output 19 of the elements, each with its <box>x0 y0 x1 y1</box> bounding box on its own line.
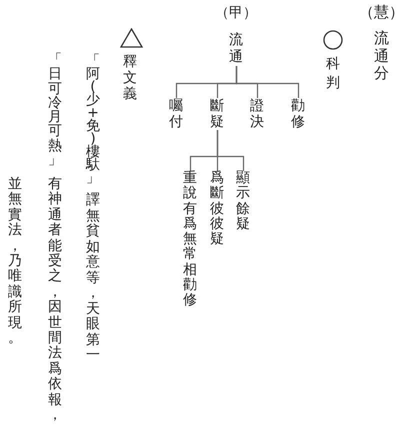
section-heading: 流通分 <box>373 30 390 82</box>
tree-node-label: 證決 <box>249 98 265 130</box>
tree-node-label: 勸修 <box>290 98 306 130</box>
outline-heading: 釋文義 <box>122 54 138 102</box>
tree-node-label: 重說有爲無常相勸修 <box>182 171 198 309</box>
gloss-text: 譯無貧如意等，天眼第一 <box>85 193 101 364</box>
outline-heading: 科判 <box>325 55 341 92</box>
tree-node-label: 爲斷彼彼疑 <box>209 171 225 248</box>
heading-number: （慧） <box>359 3 404 21</box>
tree-node-label: 顯示餘疑 <box>235 171 251 232</box>
connector-line <box>190 130 218 171</box>
tree-node-label: 流通 <box>228 32 244 66</box>
outline-number: （甲） <box>215 5 257 21</box>
gloss-text: 有神通者能受之，因世間法爲依報，並無實法，乃唯識所現。 <box>7 177 63 426</box>
quoted-term: 「阿(少+免)樓馱」 <box>85 55 101 185</box>
quoted-term: 「日可冷月可熱」 <box>47 53 63 167</box>
tree-node-label: 斷疑 <box>209 98 225 130</box>
connector-line <box>176 66 238 98</box>
tree-node-label: 囑付 <box>168 98 184 130</box>
